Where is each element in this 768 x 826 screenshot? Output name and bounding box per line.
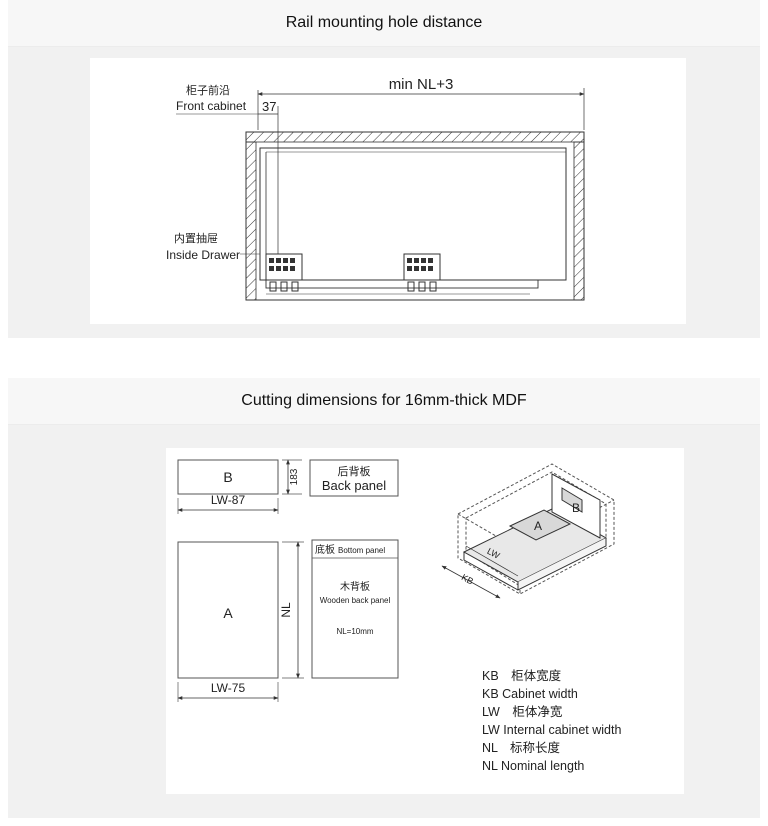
nl-label: NL (279, 602, 293, 618)
lw87-label: LW-87 (211, 493, 246, 507)
cabinet-left-wall (245, 141, 257, 301)
panel-b (177, 459, 279, 495)
cutting-dimensions-diagram: B LW-87 183 后背板 Back panel A LW-75 NL (177, 459, 621, 773)
inside-drawer-label-en: Inside Drawer (166, 248, 240, 262)
legend-line-3: LW 柜体净宽 (482, 704, 562, 719)
legend-line-2: KB Cabinet width (482, 687, 578, 701)
rail-mounting-diagram: min NL+3 37 柜子前沿 Front cabinet 内置抽屉 Insi… (166, 76, 585, 301)
legend-line-5: NL 标称长度 (482, 740, 561, 755)
drawer-rail (265, 279, 539, 289)
cutting-dimensions-panel: Cutting dimensions for 16mm-thick MDF B … (8, 378, 760, 818)
wooden-back-label-cn: 木背板 (340, 580, 370, 593)
lw75-label: LW-75 (211, 681, 246, 695)
iso-kb-label: KB (460, 572, 475, 586)
bottom-panel-box (311, 539, 399, 679)
panel-a-label: A (223, 605, 233, 621)
isometric-cabinet (441, 463, 615, 599)
legend-line-1: KB 柜体宽度 (482, 668, 562, 683)
legend-line-4: LW Internal cabinet width (482, 723, 621, 737)
panel-a (177, 541, 279, 679)
rail-mounting-title: Rail mounting hole distance (8, 0, 760, 47)
mounting-block-rear (403, 253, 441, 292)
back-panel-label-cn: 后背板 (338, 464, 371, 478)
cutting-dimensions-figure: B LW-87 183 后背板 Back panel A LW-75 NL (166, 448, 684, 794)
front-cabinet-label-cn: 柜子前沿 (186, 83, 230, 97)
nl-10mm-label: NL=10mm (336, 627, 373, 636)
panel-b-label: B (223, 469, 232, 485)
legend-line-6: NL Nominal length (482, 759, 584, 773)
dim-183-label: 183 (289, 468, 300, 485)
wooden-back-label-en: Wooden back panel (320, 596, 391, 605)
cutting-dimensions-title: Cutting dimensions for 16mm-thick MDF (8, 378, 760, 425)
cabinet-top-board (245, 131, 585, 143)
front-cabinet-label-en: Front cabinet (176, 99, 247, 113)
back-panel-label-en: Back panel (322, 478, 386, 493)
bottom-panel-label-en: Bottom panel (338, 546, 385, 555)
iso-b-label: B (572, 501, 580, 515)
rail-mounting-figure: min NL+3 37 柜子前沿 Front cabinet 内置抽屉 Insi… (90, 58, 686, 324)
back-panel-box (309, 459, 399, 497)
inside-drawer-label-cn: 内置抽屉 (174, 231, 218, 245)
min-nl-label: min NL+3 (389, 76, 454, 93)
iso-a-label: A (534, 519, 542, 533)
cabinet-right-wall (573, 141, 585, 301)
dim-37-label: 37 (262, 99, 276, 114)
bottom-panel-label-cn: 底板 (315, 543, 335, 556)
rail-mounting-panel: Rail mounting hole distance (8, 0, 760, 338)
mounting-block-front (265, 253, 303, 292)
